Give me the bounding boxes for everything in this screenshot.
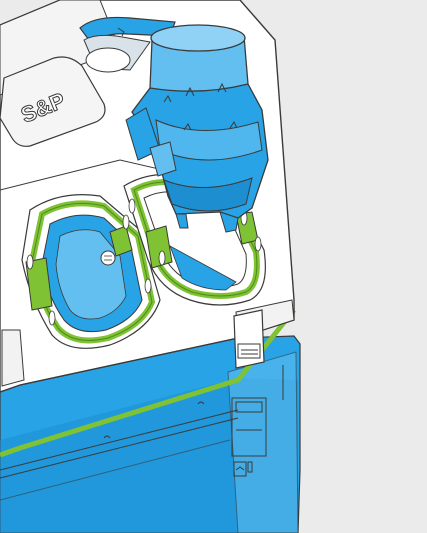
- green-seal-line: [0, 308, 296, 458]
- logo-plaque: S&P: [0, 56, 106, 147]
- top-strap: [79, 16, 176, 73]
- left-port: [21, 194, 161, 349]
- side-latch: [233, 309, 265, 369]
- blue-adapter: [125, 24, 269, 233]
